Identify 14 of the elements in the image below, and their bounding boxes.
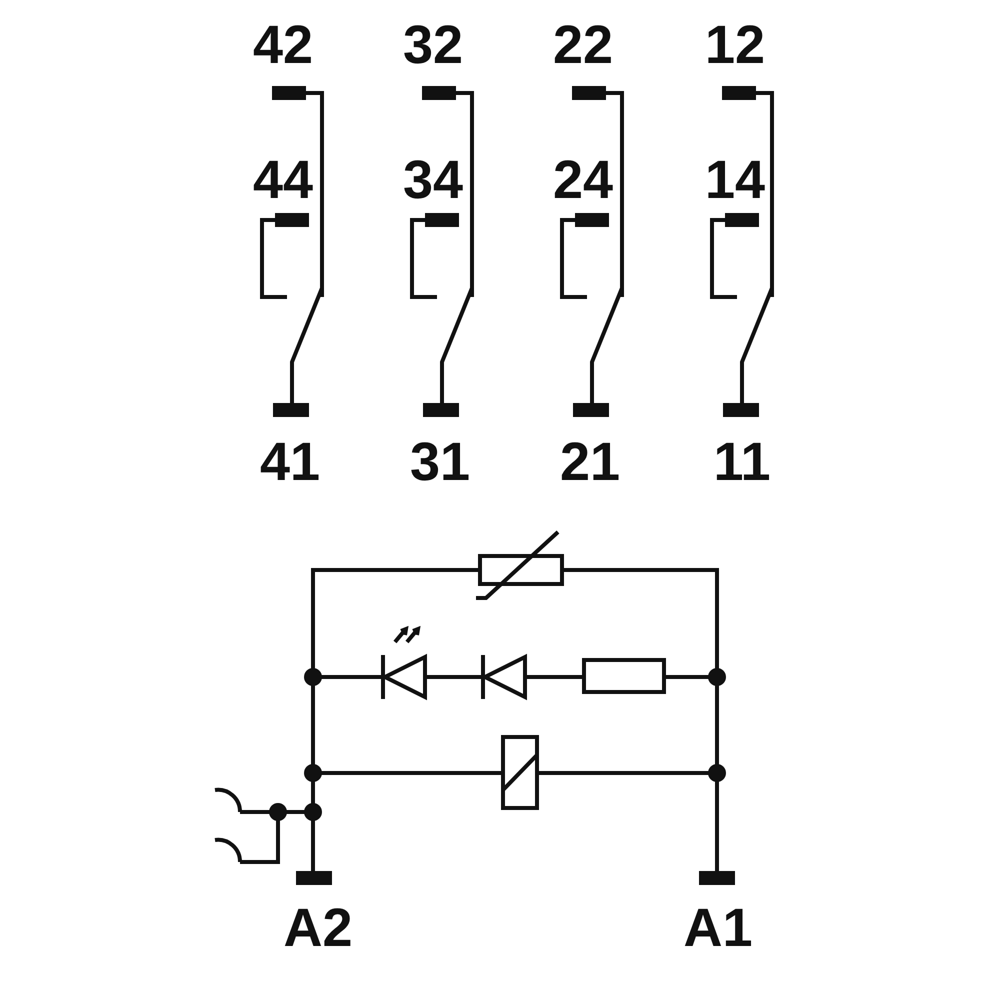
- terminal-label: 32: [402, 18, 464, 72]
- terminal-label: 11: [713, 435, 771, 489]
- terminal-label: 44: [252, 153, 314, 207]
- terminal-label: 34: [402, 153, 464, 207]
- terminal-label: 22: [552, 18, 614, 72]
- terminal-label: 14: [704, 153, 766, 207]
- terminal-label: A1: [683, 901, 753, 955]
- terminal-label: 21: [560, 435, 620, 489]
- terminal-label: 42: [252, 18, 314, 72]
- terminal-label: 24: [552, 153, 614, 207]
- terminal-label: 41: [260, 435, 320, 489]
- terminal-label: A2: [283, 901, 353, 955]
- terminal-label: 12: [704, 18, 766, 72]
- terminal-label: 31: [410, 435, 470, 489]
